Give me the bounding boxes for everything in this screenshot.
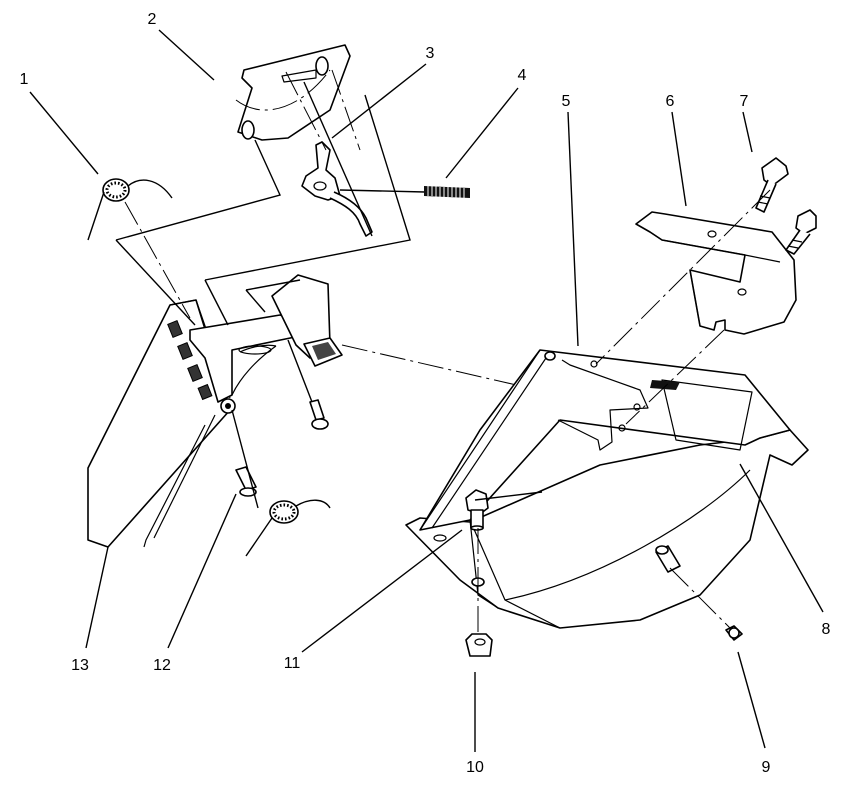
part-bolt-7b: [785, 209, 817, 255]
assembly-lines-left: [115, 69, 561, 509]
callout-10: 10: [466, 759, 484, 776]
part-top-plate: [237, 44, 351, 141]
leader-lines: [29, 29, 824, 752]
part-compression-spring: [339, 186, 470, 198]
part-bolt-11: [465, 489, 489, 531]
assembly-lines-right: [474, 189, 771, 636]
part-bolt-7a: [755, 157, 789, 213]
callout-8: 8: [822, 621, 831, 638]
callout-labels: 1 2 3 4 5 6 7 8 9 10 11 12 13: [20, 11, 831, 776]
callout-5: 5: [562, 93, 571, 110]
callout-1: 1: [20, 71, 29, 88]
callout-7: 7: [740, 93, 749, 110]
part-torsion-spring-upper: [87, 178, 173, 241]
part-nut-10: [465, 633, 493, 657]
part-torsion-spring-lower: [245, 499, 331, 557]
callout-11: 11: [284, 655, 301, 672]
part-screw-bracket: [309, 399, 329, 430]
part-screw-9: [725, 625, 743, 641]
callout-3: 3: [426, 45, 435, 62]
callout-13: 13: [71, 657, 89, 674]
callout-6: 6: [666, 93, 675, 110]
callout-2: 2: [148, 11, 157, 28]
part-right-housing: [405, 349, 809, 629]
part-housing: [87, 299, 231, 548]
part-shift-rod: [301, 141, 373, 237]
callout-9: 9: [762, 759, 771, 776]
part-latch-block: [271, 274, 343, 367]
part-spacer: [655, 545, 681, 573]
callout-12: 12: [153, 657, 171, 674]
callout-4: 4: [518, 67, 527, 84]
part-cover-bracket: [635, 211, 797, 335]
